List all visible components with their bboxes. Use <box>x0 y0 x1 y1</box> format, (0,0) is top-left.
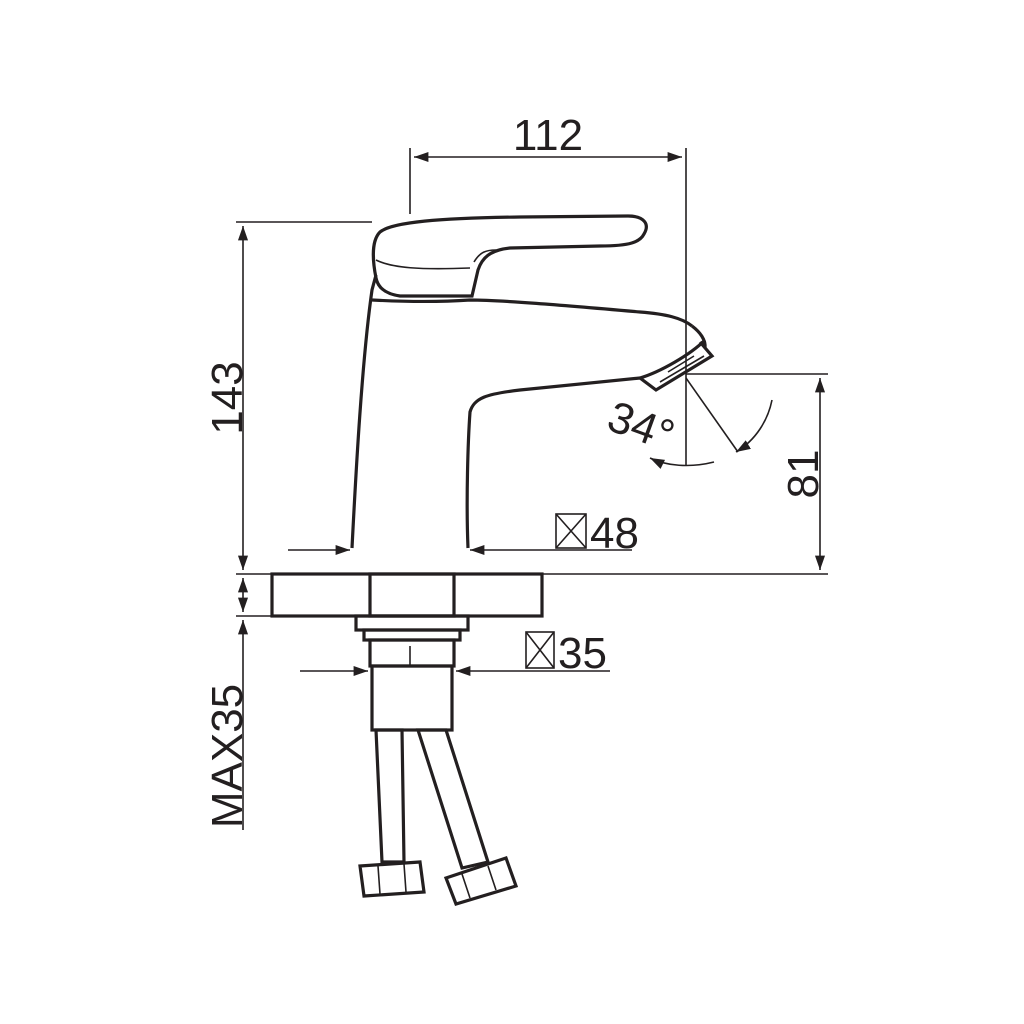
dimension-max-35: MAX35 <box>203 578 252 830</box>
lever-handle <box>371 214 648 298</box>
square-symbol-icon <box>555 513 587 549</box>
dimension-shank-35: 35 <box>300 629 610 678</box>
height-label: 143 <box>203 361 252 434</box>
angle-label: 34° <box>601 392 680 461</box>
dimension-angle-34: 34° <box>601 377 773 469</box>
base-square-label: 48 <box>590 509 639 558</box>
flexible-hoses <box>358 728 519 906</box>
faucet-body <box>350 274 715 549</box>
dimension-spout-81: 81 <box>686 373 828 570</box>
threaded-shank <box>354 614 470 732</box>
square-symbol-icon <box>525 631 555 669</box>
spout-height-label: 81 <box>779 450 828 499</box>
shank-square-label: 35 <box>558 629 607 678</box>
dimension-height-143: 143 <box>203 221 372 570</box>
base-reference-line <box>236 573 828 617</box>
mounting-plate <box>270 572 544 618</box>
max-thickness-label: MAX35 <box>203 684 252 828</box>
width-label: 112 <box>513 111 583 160</box>
dimension-width-112: 112 <box>409 111 687 378</box>
dimension-base-48: 48 <box>288 509 639 558</box>
